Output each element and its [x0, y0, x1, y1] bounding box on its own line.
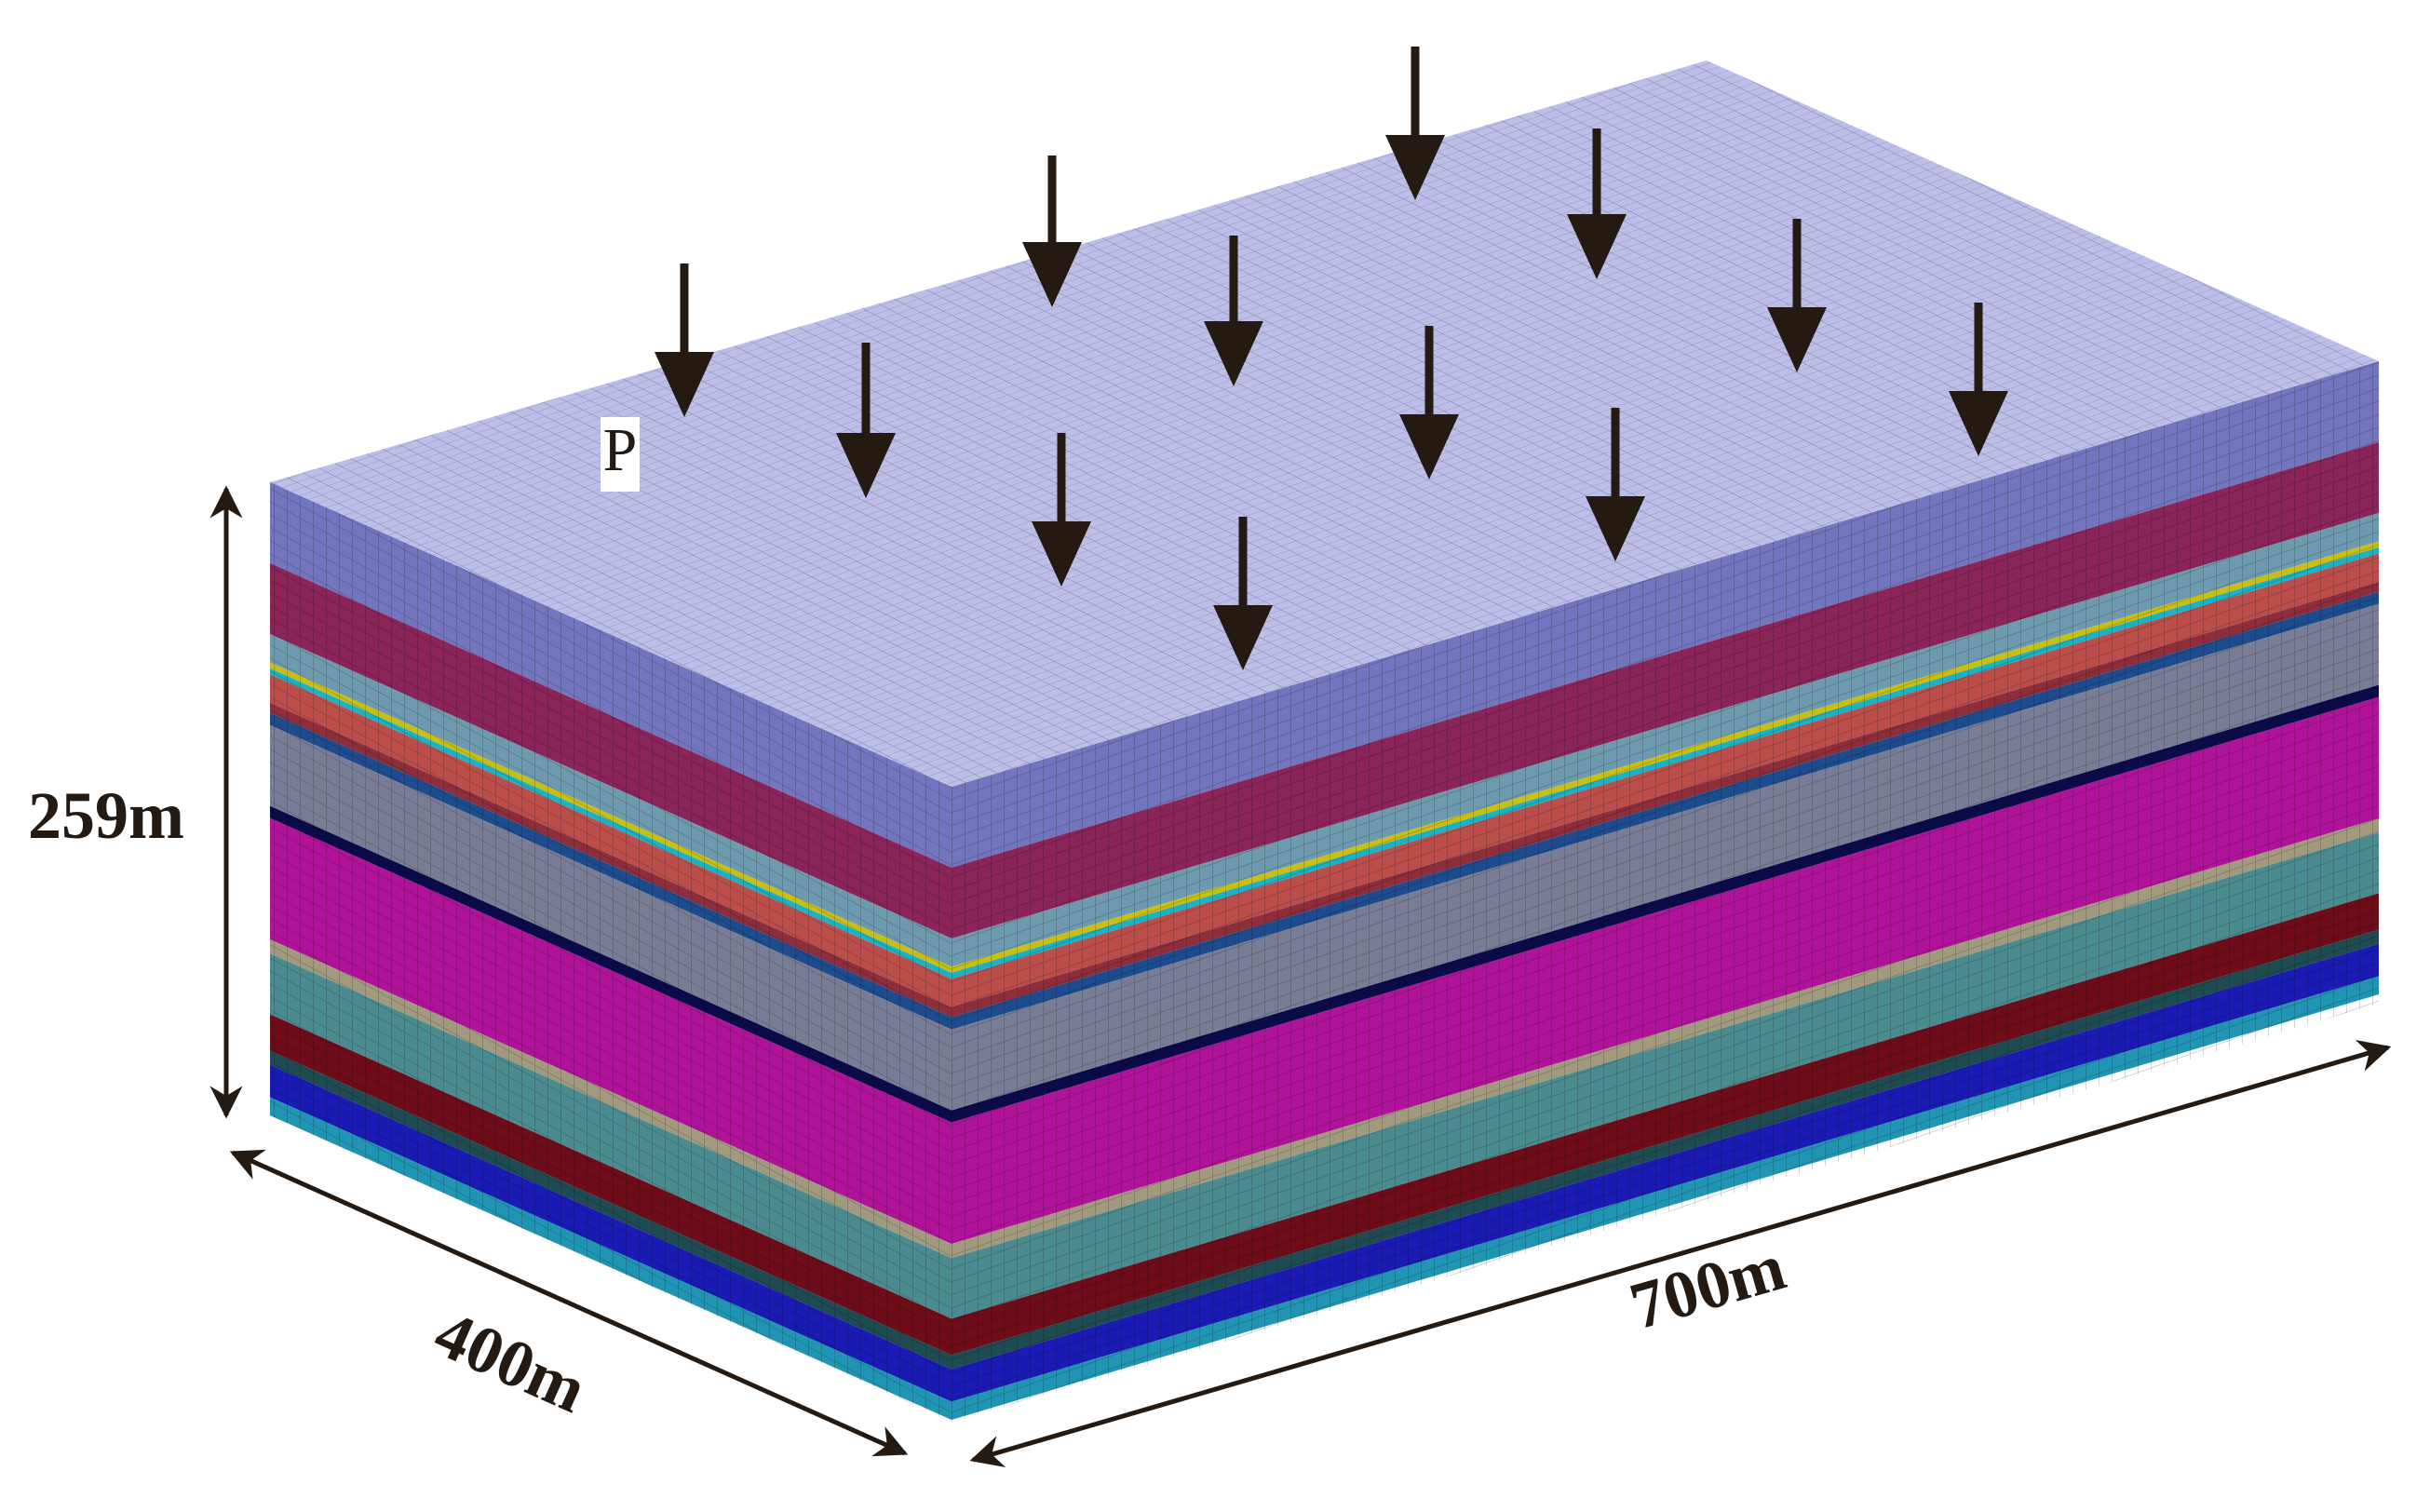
top-face-mesh — [270, 61, 2379, 787]
height-dimension: 259m — [28, 485, 243, 1119]
load-arrow-2 — [1022, 155, 1082, 307]
load-arrow-1 — [1385, 47, 1445, 200]
load-arrow-12 — [1213, 517, 1273, 670]
load-arrow-6 — [1204, 236, 1263, 386]
load-arrow-9 — [1399, 326, 1459, 479]
width-label: 400m — [424, 1296, 597, 1427]
load-arrow-8 — [836, 343, 896, 498]
load-label-box — [601, 417, 640, 492]
load-arrows — [655, 47, 2008, 670]
height-label: 259m — [28, 778, 184, 853]
load-arrow-3 — [1567, 128, 1627, 279]
load-arrow-11 — [1586, 408, 1645, 561]
load-arrow-10 — [1032, 433, 1091, 587]
load-label: P — [603, 416, 638, 484]
load-arrow-5 — [655, 263, 714, 417]
load-arrow-7 — [1949, 303, 2008, 456]
load-arrow-4 — [1767, 219, 1827, 372]
